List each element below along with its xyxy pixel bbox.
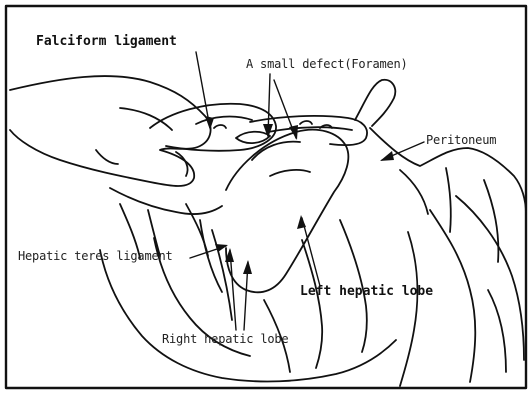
right-organ-contour-4 (488, 290, 506, 372)
right-organ-contour-2 (400, 232, 417, 386)
left-hepatic-lobe-label: Left hepatic lobe (300, 285, 433, 298)
finger-crease (270, 170, 310, 176)
falciform-inner (196, 117, 252, 124)
arrow-left-lobe (302, 218, 320, 286)
hand-outline (10, 76, 211, 186)
tissue-dot-3 (214, 125, 226, 128)
band-tail (355, 80, 395, 126)
peritoneum-fold-1 (400, 170, 428, 214)
peritoneum-label: Peritoneum (426, 134, 496, 146)
falciform-ligament-label: Falciform ligament (36, 35, 177, 48)
arrowhead-defect-2 (289, 125, 298, 140)
arrowhead-left-lobe (297, 215, 306, 229)
arrowhead-falciform (205, 116, 214, 130)
arrowhead-right-lobe-2 (243, 260, 252, 274)
small-defect-label: A small defect(Foramen) (246, 58, 408, 70)
hand-knuckle-1 (96, 150, 118, 164)
arrowhead-peritoneum (380, 151, 394, 161)
foramen-defect (236, 132, 270, 143)
tissue-dot-1 (300, 121, 312, 124)
finger-outline (226, 130, 348, 293)
liver-stripe-4 (302, 240, 322, 368)
right-hepatic-lobe-label: Right hepatic lobe (162, 333, 288, 345)
teres-tissue-1 (110, 188, 222, 214)
right-organ-contour-1 (430, 210, 475, 382)
arrow-falciform (196, 52, 210, 128)
hepatic-teres-ligament-label: Hepatic teres ligament (18, 250, 173, 262)
peritoneum-fold-2 (446, 168, 451, 232)
peritoneum-fold-3 (484, 180, 498, 262)
